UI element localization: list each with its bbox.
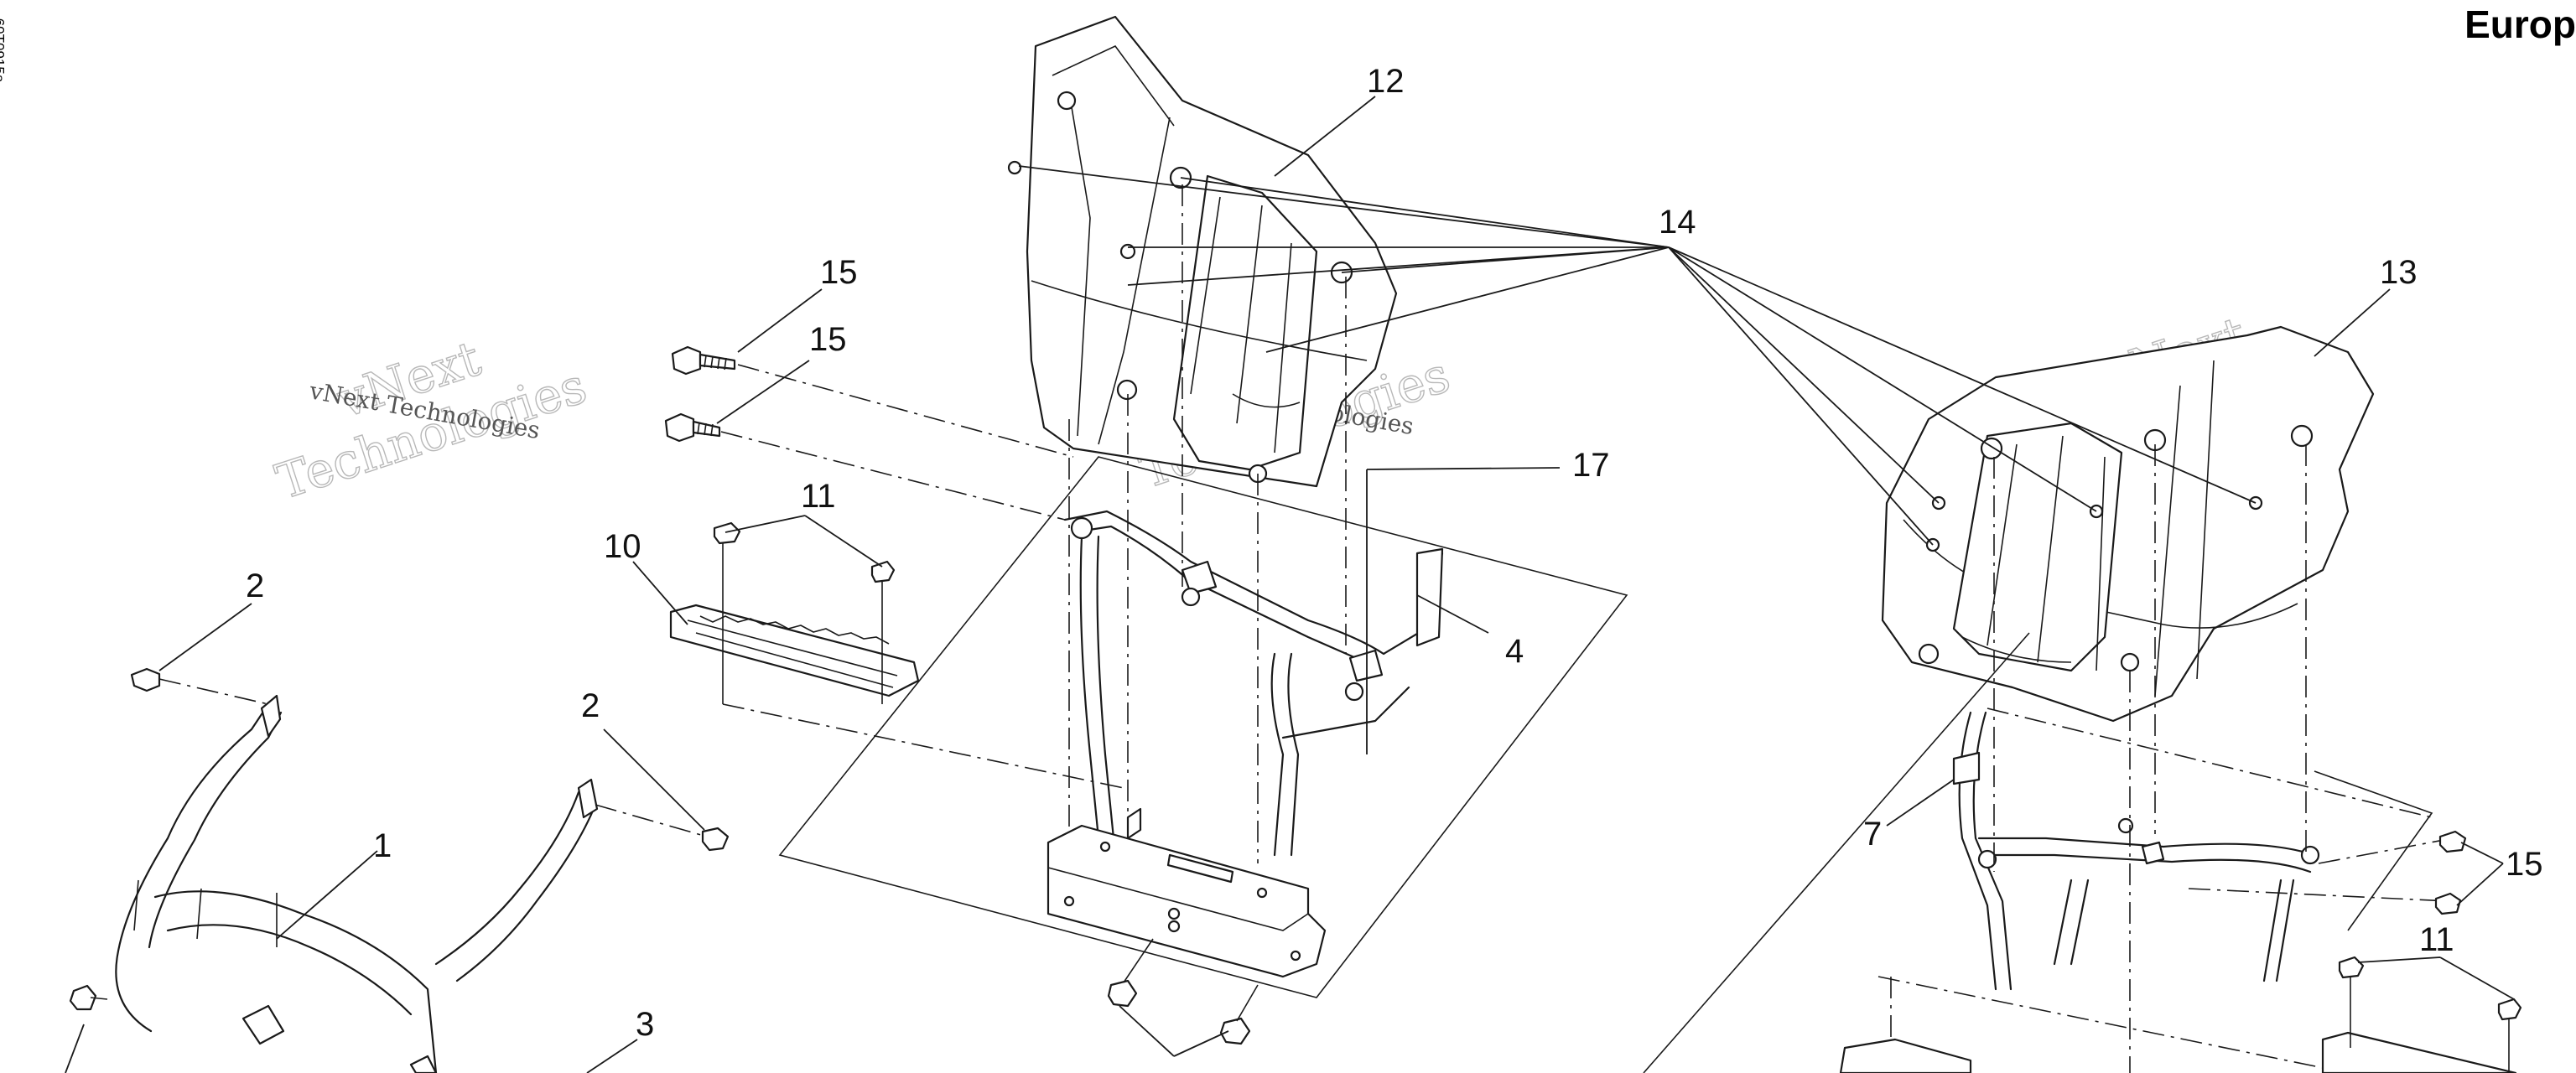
- floor-plane-right: [2314, 770, 2433, 931]
- leader-11-right: [2357, 956, 2515, 1000]
- callout-10: 10: [604, 528, 641, 565]
- dash-line: [2318, 837, 2454, 864]
- leader-11: [724, 515, 883, 568]
- bolts-plate-left: [1107, 938, 1259, 1045]
- leader-15-b: [716, 360, 810, 424]
- leader-15-right: [2456, 842, 2504, 906]
- bolt-15-upper: [671, 345, 736, 376]
- bolt-15-lower: [664, 412, 721, 443]
- footwell-left: [1007, 15, 1398, 488]
- floor-plane-right-edge: [1643, 632, 2030, 1073]
- callout-15-c: 15: [2506, 846, 2543, 883]
- callout-2-a: 2: [246, 568, 264, 604]
- callout-13: 13: [2380, 254, 2418, 291]
- mounting-plate-right: [1839, 1038, 1972, 1073]
- dash-line: [722, 703, 1124, 789]
- callout-1: 1: [373, 827, 392, 864]
- dash-line: [595, 804, 714, 839]
- leader-14: [1018, 165, 2257, 546]
- callout-3: 3: [636, 1006, 654, 1043]
- leader-2-b: [603, 728, 705, 831]
- bolt-left-lower: [69, 984, 108, 1011]
- callout-15-a: 15: [820, 254, 858, 291]
- leader-7: [1886, 779, 1955, 827]
- dash-line: [1987, 708, 2433, 818]
- leader-1: [276, 850, 378, 940]
- bolt-11-b: [870, 560, 896, 704]
- mounting-plate-left: [1046, 807, 1327, 978]
- front-bumper: [115, 694, 599, 1073]
- callout-12: 12: [1367, 63, 1405, 100]
- frame-right: [1952, 711, 2320, 991]
- bolt-2-left: [130, 667, 161, 692]
- floor-plane-left: [778, 456, 1628, 998]
- callout-2-b: 2: [581, 687, 600, 724]
- callout-15-b: 15: [809, 321, 847, 358]
- footrest-left: [669, 604, 920, 697]
- callout-14: 14: [1659, 204, 1696, 241]
- leader-bolts-plate: [1119, 1005, 1229, 1057]
- dash-line: [720, 431, 1066, 521]
- frame-left: [1063, 510, 1444, 857]
- footwell-right: [1881, 325, 2375, 723]
- leader-3: [586, 1039, 638, 1073]
- leader-15-a: [737, 288, 823, 353]
- dash-line: [1877, 976, 2349, 1073]
- leader-2-a: [158, 603, 252, 671]
- callout-11-a: 11: [801, 478, 836, 515]
- bolt-15-right-a: [2438, 830, 2467, 853]
- leader-left-bolt: [65, 1024, 85, 1073]
- bolt-11-right-b: [2497, 998, 2522, 1073]
- callout-4: 4: [1505, 633, 1524, 670]
- leader-10: [632, 561, 688, 625]
- leader-12: [1274, 96, 1376, 177]
- bolt-15-right-b: [2434, 892, 2462, 915]
- callout-17: 17: [1572, 447, 1610, 484]
- bolt-2-right: [701, 827, 730, 852]
- callout-7: 7: [1863, 816, 1882, 853]
- dash-line: [737, 364, 1074, 458]
- page-title: Europ: [2464, 3, 2576, 46]
- leader-13: [2314, 288, 2391, 357]
- bolt-11-right-a: [2338, 956, 2365, 1048]
- callout-11-b: 11: [2419, 921, 2454, 958]
- leader-4: [1416, 594, 1489, 634]
- dash-line: [158, 678, 269, 705]
- bolt-11-a: [713, 521, 741, 704]
- dash-line: [2188, 888, 2449, 902]
- leader-17: [1366, 467, 1561, 754]
- drawing-code: 60T0915a: [0, 18, 8, 83]
- footrest-right: [2321, 1031, 2517, 1073]
